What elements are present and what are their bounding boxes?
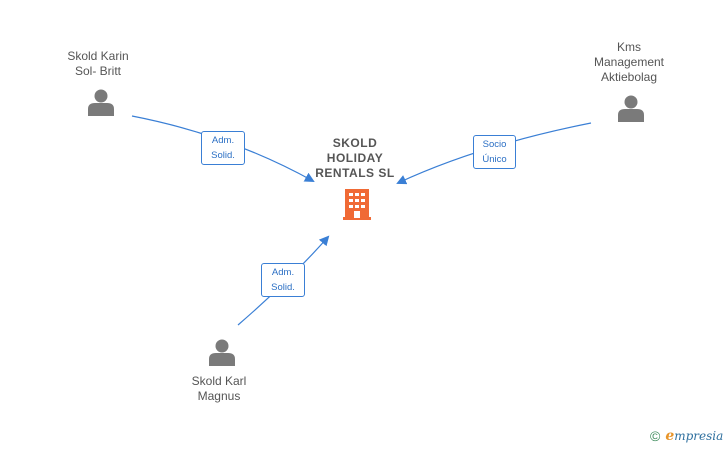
person-name-p3[interactable]: Skold Karl Magnus <box>191 374 247 403</box>
relation-label-p3[interactable]: Adm. Solid. <box>261 263 305 297</box>
empresia-watermark: © empresia <box>650 428 723 444</box>
person-icon[interactable] <box>209 339 235 367</box>
company-name[interactable]: SKOLD HOLIDAY RENTALS SL <box>315 136 395 180</box>
building-icon[interactable] <box>343 189 371 220</box>
copyright-symbol: © <box>650 428 661 444</box>
person-icon[interactable] <box>618 95 644 123</box>
person-name-p1[interactable]: Skold Karin Sol- Britt <box>67 49 129 78</box>
relation-label-p1[interactable]: Adm. Solid. <box>201 131 245 165</box>
person-name-p2[interactable]: Kms Management Aktiebolag <box>593 40 665 84</box>
empresia-logo: empresia <box>665 428 724 444</box>
relation-label-p2[interactable]: Socio Único <box>473 135 516 169</box>
person-icon[interactable] <box>88 89 114 117</box>
